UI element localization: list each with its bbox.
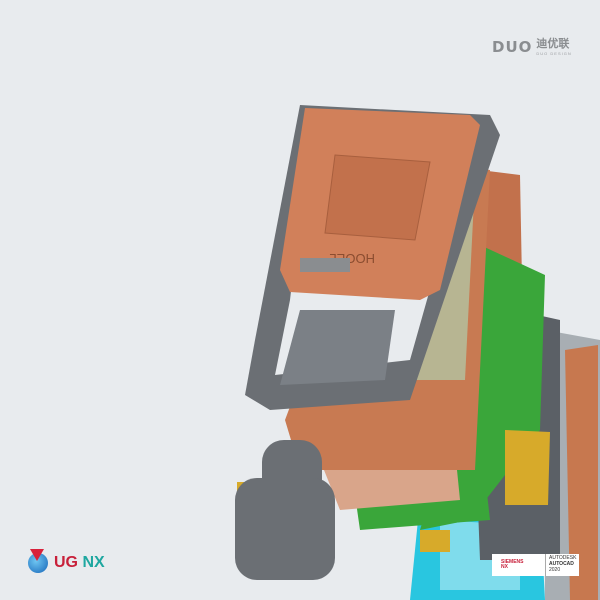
speaker-plate xyxy=(280,310,395,385)
duo-subtitle: DUO DESIGN xyxy=(536,50,572,56)
ug-text: UG xyxy=(54,554,78,571)
globe-icon xyxy=(28,549,48,573)
autocad-label: AUTOCAD xyxy=(549,561,574,568)
duo-design-logo: DUO 迪优联 DUO DESIGN xyxy=(492,38,572,56)
rear-copper-strip xyxy=(565,345,598,600)
autocad-version: 2020 xyxy=(549,566,561,573)
siemens-nx-label: NX xyxy=(501,564,508,570)
siemens-label: SIEMENS xyxy=(501,558,524,565)
gold-connector-bottom xyxy=(420,530,450,552)
nx-text: NX xyxy=(82,554,105,571)
software-badge: SIEMENS NX AUTODESK AUTOCAD 2020 xyxy=(492,554,579,576)
duo-chinese-name: 迪优联 xyxy=(536,37,570,50)
autodesk-label: AUTODESK xyxy=(549,555,577,562)
gold-flex xyxy=(505,430,550,505)
back-cover-recess xyxy=(324,154,431,241)
duo-mark: DUO xyxy=(492,38,533,56)
battery-cap xyxy=(235,478,335,580)
clip-bracket xyxy=(300,258,350,272)
ug-nx-logo: UG NX xyxy=(28,549,105,573)
